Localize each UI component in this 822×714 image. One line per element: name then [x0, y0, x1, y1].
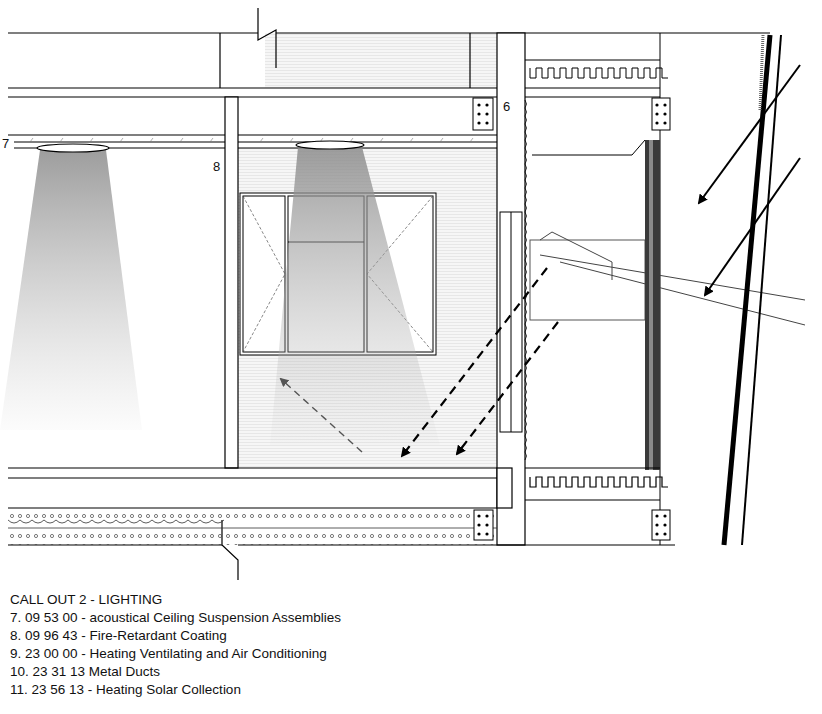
callout-list-item: 7. 09 53 00 - acoustical Ceiling Suspens…: [10, 610, 341, 626]
callout-number: 8: [212, 159, 221, 175]
callout-list-item: 9. 23 00 00 - Heating Ventilating and Ai…: [10, 646, 327, 662]
callout-heading: CALL OUT 2 - LIGHTING: [10, 592, 162, 608]
callout-number: 6: [502, 99, 511, 115]
callout-list-item: 10. 23 31 13 Metal Ducts: [10, 664, 160, 680]
callout-number: 7: [1, 136, 10, 152]
callout-list-item: 11. 23 56 13 - Heating Solar Collection: [10, 682, 241, 698]
callout-list-item: 8. 09 96 43 - Fire-Retardant Coating: [10, 628, 227, 644]
